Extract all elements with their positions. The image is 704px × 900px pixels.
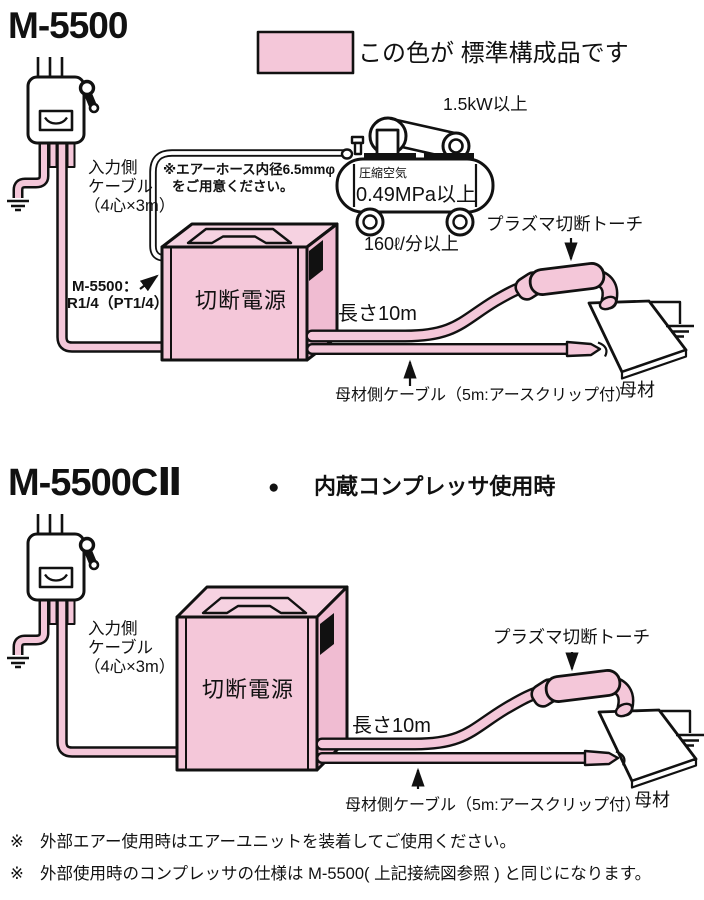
compressor-wheel-hub (362, 214, 378, 230)
hose-note-line1: ※エアーホース内径6.5mmφ (163, 161, 335, 177)
model-title-m5500c2: M-5500CⅡ (8, 462, 181, 504)
drawing-root (7, 30, 704, 789)
plasma-torch (512, 262, 618, 311)
legend-label: この色が 標準構成品です (358, 40, 629, 67)
plasma-torch (528, 669, 634, 718)
compressed-air-label: 圧縮空気 (359, 165, 407, 180)
compressor-wheel-hub (452, 214, 468, 230)
m5500-diagram (7, 57, 696, 386)
input-cable-label-line3: （4心×3m） (84, 657, 175, 676)
labels: M-5500 この色が 標準構成品です 1.5kW以上 圧縮空気 0.49MPa… (8, 5, 670, 883)
inlet-arrow (139, 274, 159, 292)
earth-clip (565, 340, 608, 358)
power-source-label: 切断電源 (202, 677, 294, 702)
footnote-marker: ※ (10, 865, 24, 883)
input-cable-label-line2: ケーブル (88, 176, 153, 196)
footnote-text: 外部エアー使用時はエアーユニットを装着してご使用ください。 (40, 832, 516, 851)
power-source-label: 切断電源 (195, 288, 287, 313)
compressor-mount (364, 153, 416, 160)
footnotes: ※ 外部エアー使用時はエアーユニットを装着してご使用ください。 ※ 外部使用時の… (10, 832, 651, 883)
cable-length-label: 長さ10m (352, 715, 431, 737)
box-vent (320, 613, 334, 655)
box-panel-seams (170, 247, 299, 360)
bullet-mark: ● (268, 477, 279, 498)
outlet-fitting (340, 148, 354, 160)
box-handle-recess (201, 596, 308, 615)
box-front-face (160, 245, 309, 362)
compressor-power-label: 1.5kW以上 (443, 94, 528, 114)
compressor-tank (335, 157, 495, 214)
hose-note-line2: をご用意ください。 (172, 178, 294, 194)
breaker-switch (7, 57, 98, 210)
input-cable (58, 144, 168, 351)
workpiece-plate (597, 708, 704, 789)
power-source-box (175, 585, 349, 772)
work-cable-label: 母材側ケーブル（5m:アースクリップ付） (345, 795, 641, 814)
m5500c2-diagram (7, 514, 704, 789)
inlet-label-line1: M-5500： (72, 278, 138, 295)
box-front-face (175, 615, 319, 772)
torch-label: プラズマ切断トーチ (486, 214, 643, 234)
air-compressor-icon (335, 116, 495, 237)
input-cable (58, 601, 182, 756)
subtitle-built-in-compressor: 内蔵コンプレッサ使用時 (314, 474, 555, 499)
input-cable-label-line3: （4心×3m） (84, 196, 175, 215)
workpiece-label: 母材 (619, 380, 655, 400)
compressor-motor (375, 128, 400, 157)
input-cable-label-line1: 入力側 (88, 619, 138, 638)
power-source-box (160, 222, 339, 362)
workpiece-plate (587, 299, 696, 380)
workpiece-label: 母材 (634, 790, 670, 810)
tank-seams (352, 164, 478, 207)
legend-color-swatch (256, 30, 355, 75)
earth-clip (583, 749, 626, 767)
torch-label: プラズマ切断トーチ (493, 627, 650, 647)
compressor-mount (424, 153, 474, 160)
outlet-valve-stem (353, 141, 363, 156)
model-title-m5500: M-5500 (8, 5, 128, 46)
cable-length-label: 長さ10m (338, 303, 417, 325)
box-handle-recess (186, 227, 293, 245)
work-cable-label: 母材側ケーブル（5m:アースクリップ付） (335, 385, 631, 404)
compressor-pulley-hub (448, 138, 464, 154)
footnote-text: 外部使用時のコンプレッサの仕様は M-5500( 上記接続図参照 ) と同じにな… (40, 864, 651, 883)
footnote-marker: ※ (10, 833, 24, 851)
box-vent (309, 240, 323, 281)
box-panel-seams (185, 617, 309, 770)
flow-label: 160ℓ/分以上 (364, 234, 459, 254)
input-cable-label-line2: ケーブル (88, 637, 153, 657)
input-cable-label-line1: 入力側 (88, 158, 138, 177)
inlet-label-line2: R1/4（PT1/4） (67, 294, 169, 312)
breaker-switch (7, 514, 98, 667)
air-hose (151, 151, 351, 260)
pressure-label: 0.49MPa以上 (356, 183, 476, 206)
